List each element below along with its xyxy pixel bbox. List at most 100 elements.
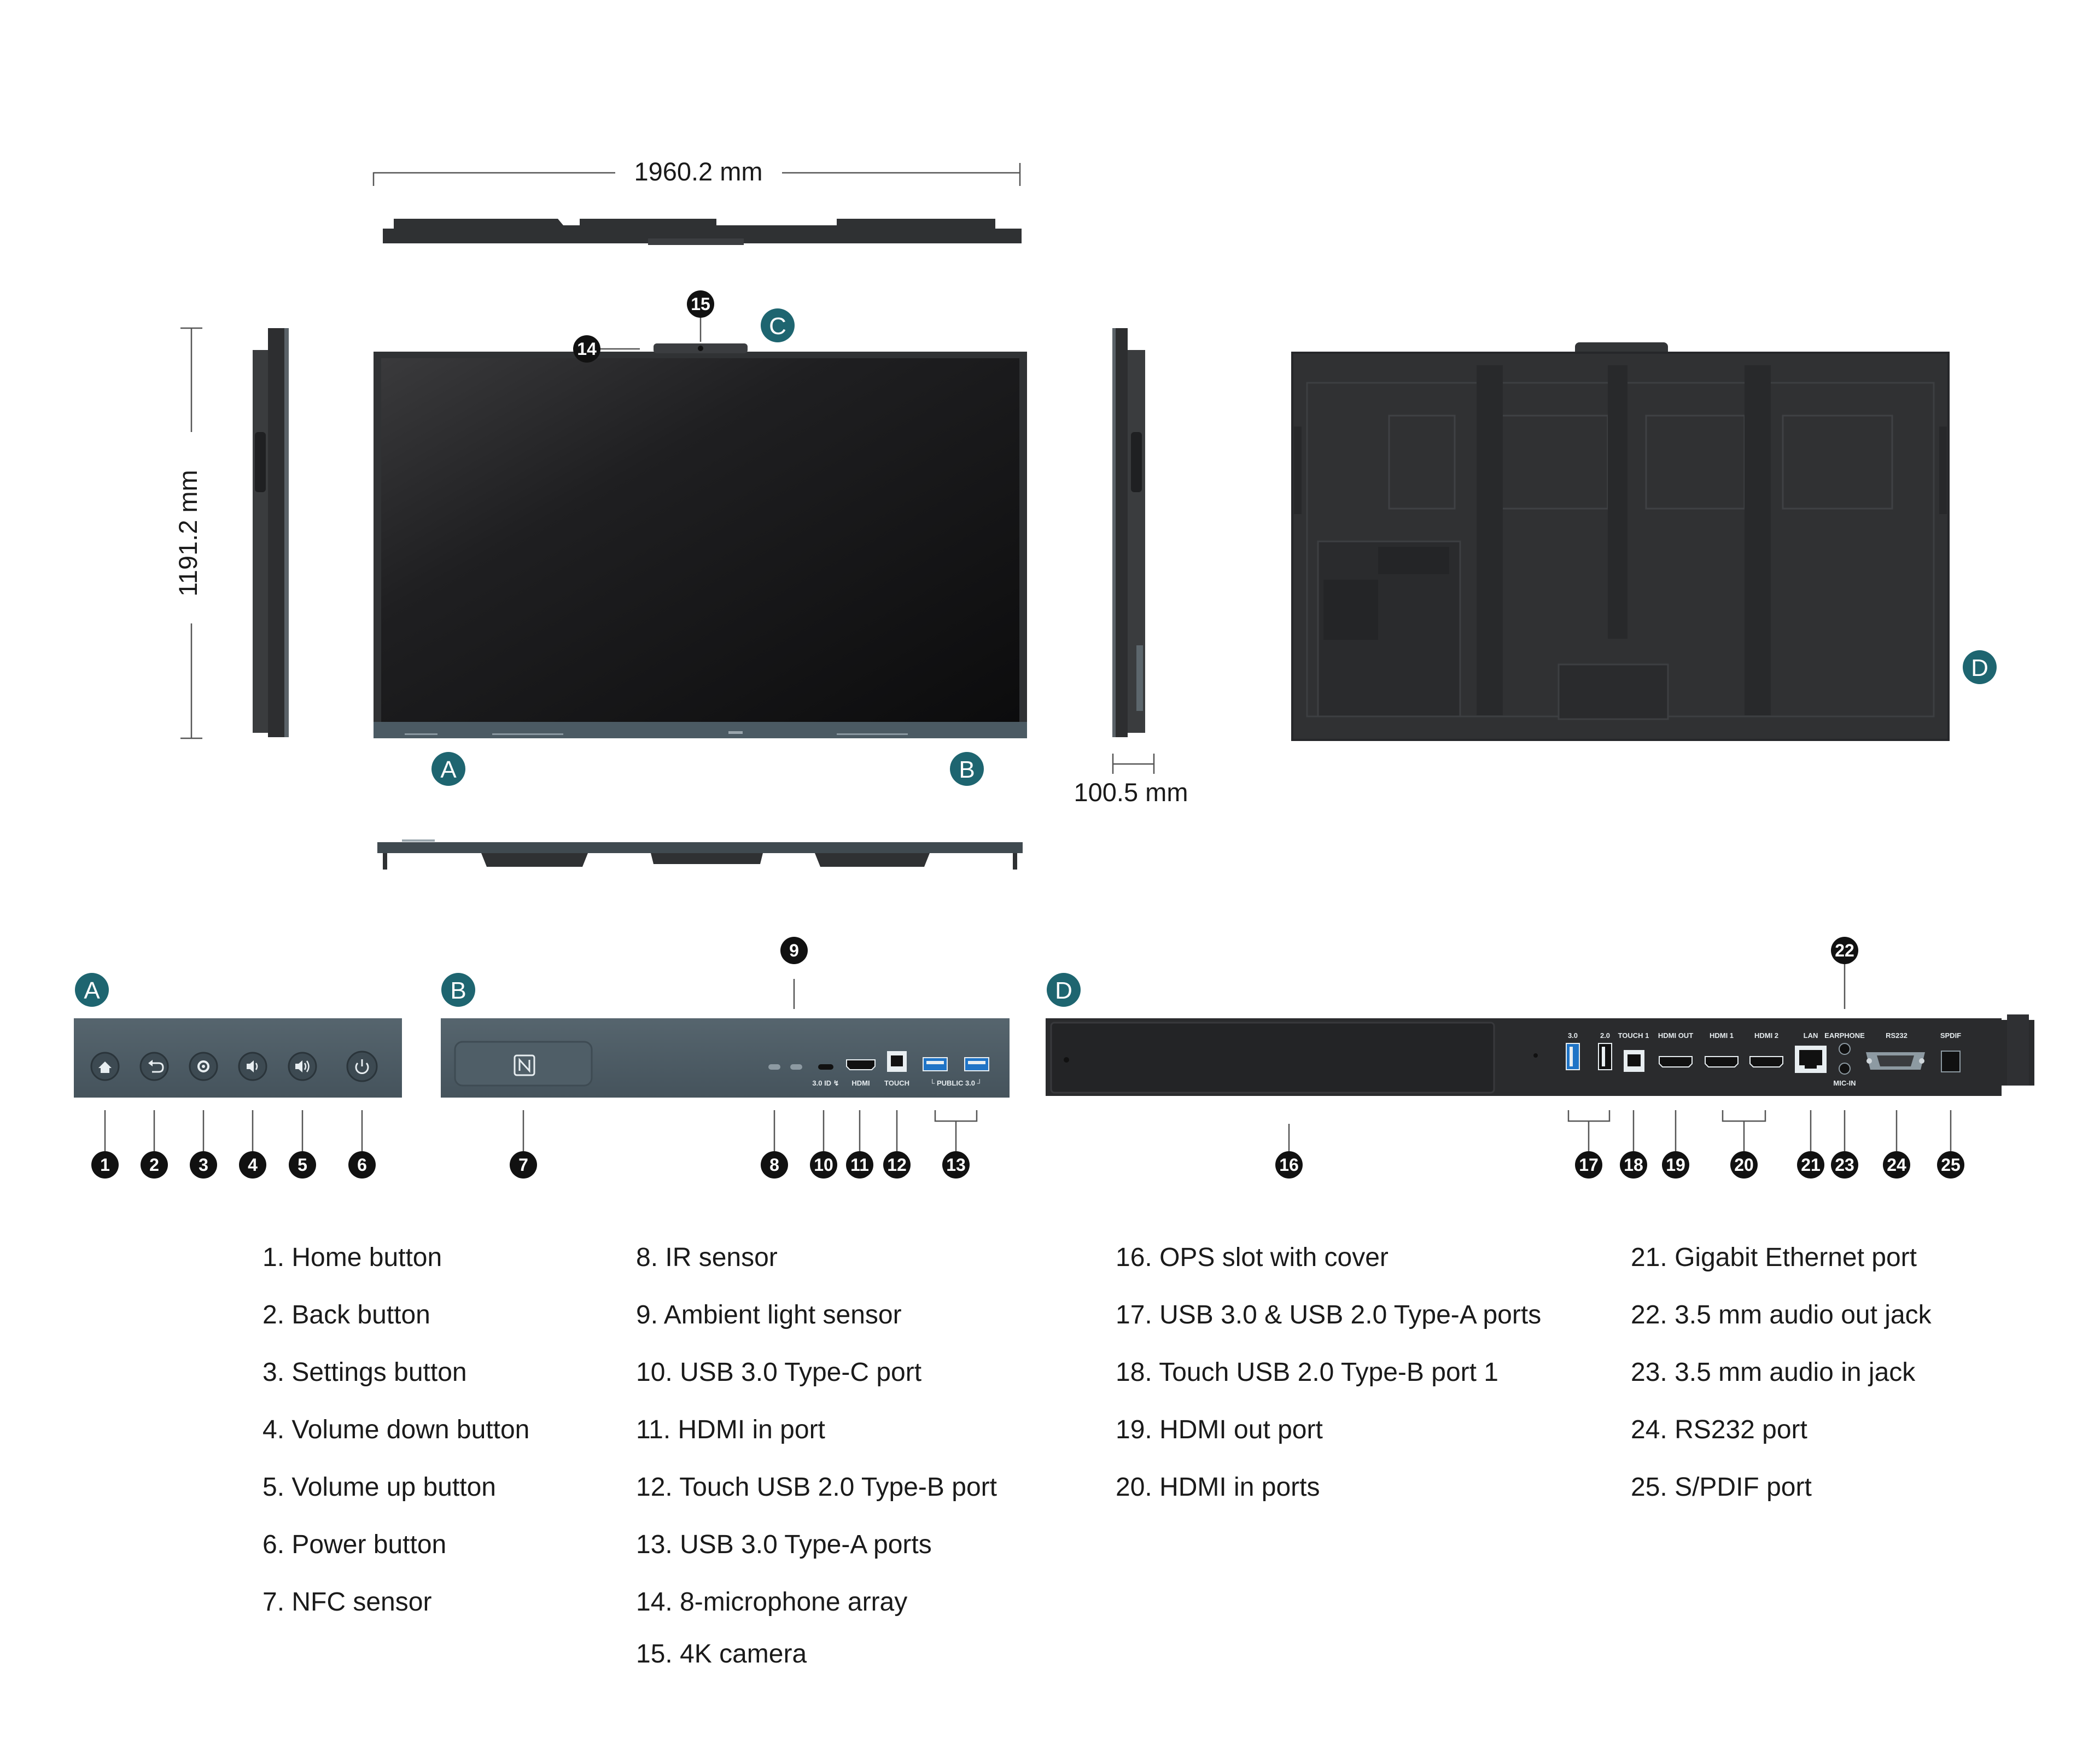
section-badge-d: D	[1047, 973, 1081, 1007]
settings-button[interactable]	[189, 1052, 218, 1081]
detail-a-panel	[74, 1018, 402, 1098]
usb-a-port-2[interactable]	[964, 1057, 989, 1071]
ambient-light-sensor	[790, 1064, 802, 1070]
spdif-port[interactable]	[1941, 1051, 1961, 1072]
legend-item: 14. 8-microphone array	[636, 1588, 907, 1617]
svg-text:B: B	[450, 977, 466, 1004]
width-dimension-label: 1960.2 mm	[634, 157, 762, 186]
left-side-back-layer	[253, 350, 268, 733]
callout-20: 20	[1730, 1151, 1758, 1179]
callout-8: 8	[761, 1151, 788, 1179]
vesa-rail-2	[1608, 365, 1628, 639]
callout-2: 2	[141, 1151, 168, 1179]
section-badge-c: C	[761, 308, 795, 342]
legend-item: 6. Power button	[262, 1530, 446, 1559]
legend: 1. Home button 2. Back button 3. Setting…	[262, 1243, 1932, 1669]
usb-a-port-1[interactable]	[923, 1057, 948, 1071]
callout-19: 19	[1662, 1151, 1689, 1179]
callout-18: 18	[1620, 1151, 1647, 1179]
legend-item: 12. Touch USB 2.0 Type-B port	[636, 1473, 997, 1502]
svg-text:15: 15	[691, 294, 710, 314]
svg-text:8: 8	[769, 1155, 779, 1175]
svg-text:10: 10	[814, 1155, 833, 1175]
gear-icon	[197, 1060, 209, 1072]
svg-text:D: D	[1971, 655, 1988, 681]
usb30-label: 3.0	[1568, 1031, 1578, 1040]
touch-port-label: TOUCH	[884, 1079, 909, 1087]
svg-text:11: 11	[850, 1155, 869, 1175]
hdmi-2-port[interactable]	[1749, 1056, 1783, 1068]
legend-item: 21. Gigabit Ethernet port	[1631, 1243, 1917, 1272]
svg-text:3: 3	[199, 1155, 208, 1175]
hdmi-1-port[interactable]	[1705, 1056, 1739, 1068]
vesa-rail-3	[1745, 365, 1771, 715]
callout-24: 24	[1883, 1151, 1910, 1179]
back-view: D	[1291, 342, 1997, 741]
lan-label: LAN	[1804, 1031, 1818, 1040]
volume-up-icon	[295, 1060, 302, 1072]
home-button[interactable]	[90, 1052, 120, 1081]
rs232-port[interactable]	[1866, 1052, 1925, 1070]
depth-dimension-label: 100.5 mm	[1074, 778, 1188, 807]
callout-23: 23	[1831, 1151, 1858, 1179]
power-button[interactable]	[346, 1051, 378, 1082]
height-dimension-label: 1191.2 mm	[173, 470, 202, 597]
usb-c-port[interactable]	[818, 1064, 833, 1070]
hdmi-port[interactable]	[846, 1059, 876, 1070]
lan-port[interactable]	[1795, 1046, 1827, 1073]
callout-21: 21	[1797, 1151, 1824, 1179]
detail-a: A	[74, 973, 402, 1179]
svg-text:A: A	[440, 756, 457, 783]
legend-item: 22. 3.5 mm audio out jack	[1631, 1300, 1932, 1329]
svg-text:13: 13	[946, 1155, 966, 1175]
mic-in-label: MIC-IN	[1833, 1079, 1856, 1087]
svg-text:24: 24	[1887, 1155, 1906, 1175]
svg-text:12: 12	[887, 1155, 907, 1175]
bottom-view	[377, 839, 1023, 870]
section-badge-b-front: B	[950, 752, 984, 786]
rs232-label: RS232	[1886, 1031, 1908, 1040]
callout-13: 13	[942, 1151, 970, 1179]
home-icon	[98, 1061, 112, 1073]
svg-text:25: 25	[1941, 1155, 1961, 1175]
volume-down-button[interactable]	[238, 1052, 267, 1081]
back-button[interactable]	[139, 1052, 169, 1081]
svg-text:A: A	[84, 977, 100, 1004]
hdmi-out-label: HDMI OUT	[1658, 1031, 1693, 1040]
svg-text:14: 14	[577, 339, 597, 359]
nfc-icon	[514, 1054, 535, 1076]
svg-text:23: 23	[1835, 1155, 1854, 1175]
top-view-camera-bump	[648, 238, 744, 245]
legend-col-1: 1. Home button 2. Back button 3. Setting…	[262, 1243, 529, 1617]
legend-item: 7. NFC sensor	[262, 1588, 431, 1617]
earphone-jack[interactable]	[1839, 1043, 1851, 1055]
legend-item: 8. IR sensor	[636, 1243, 778, 1272]
mic-in-jack[interactable]	[1839, 1063, 1851, 1075]
legend-item: 15. 4K camera	[636, 1640, 807, 1669]
legend-item: 25. S/PDIF port	[1631, 1473, 1812, 1502]
callout-9: 9	[780, 937, 808, 964]
usb-3-0-a-port[interactable]	[1566, 1043, 1580, 1070]
callout-25: 25	[1937, 1151, 1964, 1179]
spdif-label: SPDIF	[1940, 1031, 1961, 1040]
touch-usb-b-port[interactable]	[887, 1051, 907, 1072]
svg-text:7: 7	[518, 1155, 528, 1175]
svg-text:16: 16	[1279, 1155, 1299, 1175]
legend-item: 17. USB 3.0 & USB 2.0 Type-A ports	[1116, 1300, 1541, 1329]
svg-text:9: 9	[789, 941, 799, 960]
svg-text:D: D	[1055, 977, 1072, 1004]
legend-col-2: 8. IR sensor 9. Ambient light sensor 10.…	[636, 1243, 997, 1669]
hdmi-port-label: HDMI	[851, 1079, 870, 1087]
legend-col-4: 21. Gigabit Ethernet port 22. 3.5 mm aud…	[1631, 1243, 1932, 1502]
usb-2-0-a-port[interactable]	[1598, 1043, 1612, 1070]
callout-15: 15	[687, 290, 714, 318]
hdmi-out-port[interactable]	[1659, 1056, 1693, 1068]
touch-1-usb-b-port[interactable]	[1624, 1050, 1644, 1072]
callout-14: 14	[573, 335, 600, 363]
left-side-handle	[255, 432, 266, 492]
ops-slot-cover	[1050, 1022, 1495, 1094]
callout-4: 4	[239, 1151, 266, 1179]
volume-up-button[interactable]	[288, 1052, 317, 1081]
legend-item: 16. OPS slot with cover	[1116, 1243, 1389, 1272]
